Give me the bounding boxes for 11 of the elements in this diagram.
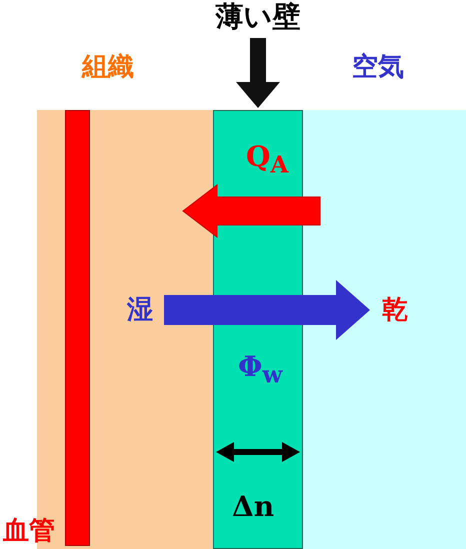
wall-heading: 薄い壁	[214, 2, 302, 32]
tissue-heading: 組織	[80, 52, 135, 82]
blood-vessel-label: 血管	[3, 516, 56, 546]
air-heading: 空気	[351, 52, 405, 82]
block-arrow	[236, 38, 280, 108]
wet-label: 湿	[126, 295, 154, 325]
thickness-label: Δn	[232, 490, 274, 524]
block-arrow	[164, 280, 370, 340]
dry-label: 乾	[381, 295, 409, 325]
heat-flux-label: Q$_{A}$	[246, 140, 288, 179]
vapor-flux-label: Φ$_{w}$	[238, 350, 282, 389]
